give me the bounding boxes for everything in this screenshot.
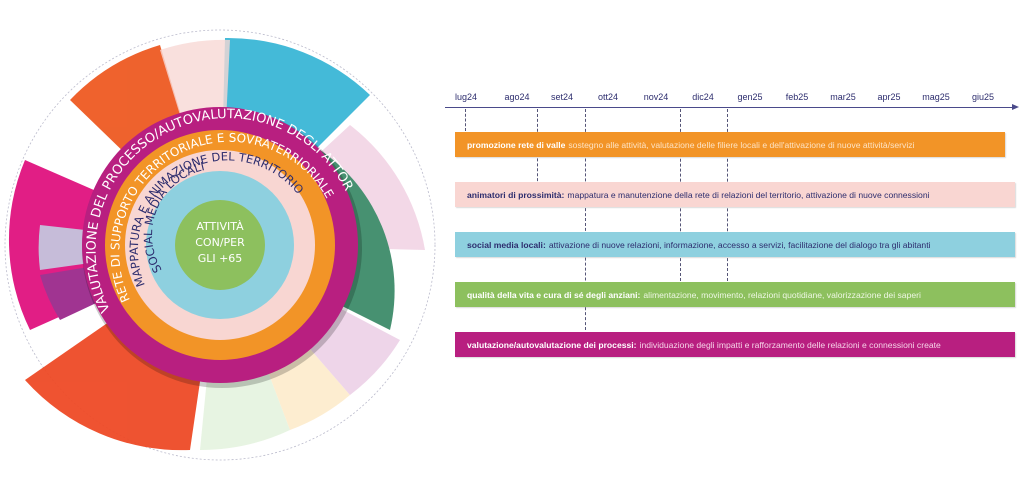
month-label: apr25 — [877, 92, 901, 102]
month-label: lug24 — [454, 92, 478, 102]
month-label: ago24 — [504, 92, 530, 102]
activity-description: individuazione degli impatti e rafforzam… — [639, 339, 941, 350]
activity-description: attivazione di nuove relazioni, informaz… — [548, 239, 931, 250]
timeline-axis — [445, 107, 1013, 108]
month-label: set24 — [550, 92, 574, 102]
activity-description: sostegno alle attività, valutazione dell… — [568, 139, 915, 150]
activity-title: valutazione/autovalutazione dei processi… — [467, 339, 637, 350]
activity-bar: valutazione/autovalutazione dei processi… — [455, 332, 1015, 357]
milestone-line — [585, 109, 586, 335]
outer-boundary — [4, 29, 436, 461]
month-label: feb25 — [785, 92, 809, 102]
month-label: ott24 — [597, 92, 619, 102]
activity-wheel: VALUTAZIONE DEL PROCESSO/AUTOVALUTAZIONE… — [0, 0, 436, 461]
month-label: giu25 — [971, 92, 995, 102]
month-label: gen25 — [737, 92, 763, 102]
activity-description: mappatura e manutenzione della rete di r… — [567, 189, 930, 200]
activity-title: promozione rete di valle — [467, 139, 566, 150]
timeline-arrow-icon — [1012, 104, 1019, 110]
activity-title: social media locali: — [467, 239, 546, 250]
activity-bar: social media locali:attivazione di nuove… — [455, 232, 1015, 257]
center-attivita — [175, 200, 265, 290]
center-line-1: ATTIVITÀ — [196, 220, 244, 233]
activity-title: qualità della vita e cura di sé degli an… — [467, 289, 641, 300]
milestone-line — [465, 109, 466, 131]
center-line-2: CON/PER — [195, 236, 245, 249]
activity-description: alimentazione, movimento, relazioni quot… — [643, 289, 921, 300]
activity-bar: animatori di prossimità:mappatura e manu… — [455, 182, 1015, 207]
month-label: nov24 — [643, 92, 669, 102]
activity-bar: qualità della vita e cura di sé degli an… — [455, 282, 1015, 307]
activity-title: animatori di prossimità: — [467, 189, 565, 200]
month-label: dic24 — [692, 92, 714, 102]
month-label: mar25 — [830, 92, 856, 102]
center-line-3: GLI +65 — [198, 252, 243, 265]
month-label: mag25 — [922, 92, 950, 102]
